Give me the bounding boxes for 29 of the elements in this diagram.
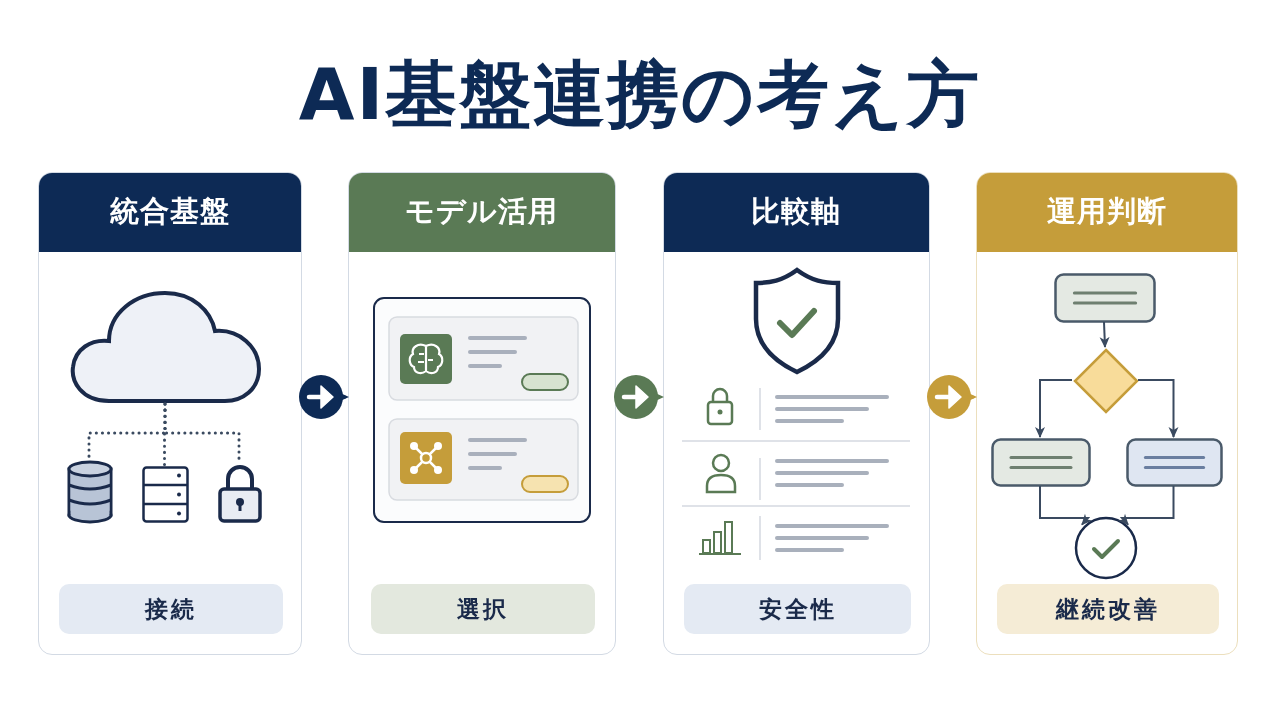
arrow (1099, 321, 1110, 348)
cloud-shape (69, 289, 263, 405)
arrow (927, 375, 978, 419)
card-header: 統合基盤 (39, 173, 301, 252)
arrow (299, 375, 350, 419)
card (38, 172, 302, 655)
decision-diamond (1073, 348, 1139, 414)
arrow (1137, 379, 1179, 438)
database-icon (67, 461, 113, 523)
process-box (1054, 273, 1156, 323)
label-pill: 継続改善 (997, 584, 1219, 634)
title: AI基盤連携の考え方 (297, 51, 983, 138)
connector-line (163, 402, 241, 462)
arrow (1039, 485, 1093, 526)
label-pill: 選択 (371, 584, 595, 634)
label-pill: 接続 (59, 584, 283, 634)
check-circle (1074, 516, 1138, 580)
process-box (991, 438, 1091, 487)
card (976, 172, 1238, 655)
card-header: 運用判断 (977, 173, 1237, 252)
arrow (1035, 379, 1073, 438)
card (663, 172, 930, 655)
process-box (1126, 438, 1223, 487)
process-box (142, 466, 189, 523)
arrow (614, 375, 665, 419)
card-header: 比較軸 (664, 173, 929, 252)
label-pill: 安全性 (684, 584, 911, 634)
arrow (1117, 485, 1175, 526)
card-header: モデル活用 (349, 173, 615, 252)
